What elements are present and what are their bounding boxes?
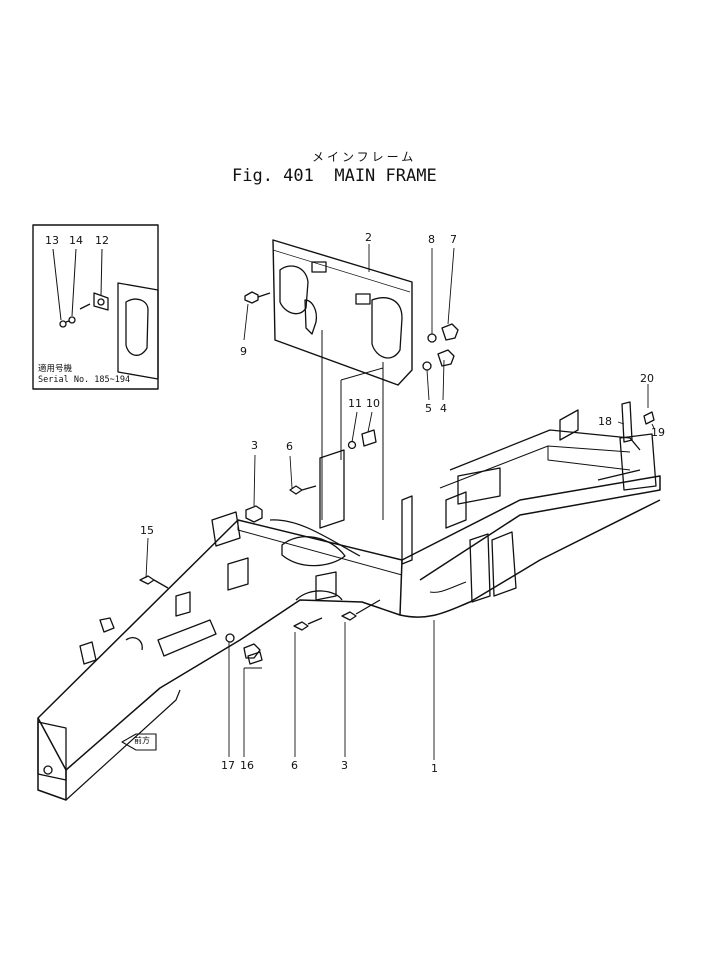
callout-8: 8 [428,233,435,246]
callout-1: 1 [431,762,438,775]
callout-2: 2 [365,231,372,244]
callout-17: 17 [221,759,235,772]
figure-title: Fig. 401 MAIN FRAME [232,166,437,186]
callout-18: 18 [598,415,612,428]
callout-3-upper: 3 [251,439,258,452]
callout-4: 4 [440,402,447,415]
callout-7: 7 [450,233,457,246]
callout-19: 19 [651,426,665,439]
callout-11: 11 [348,397,362,410]
inset-callout-13: 13 [45,234,59,247]
callout-6-upper: 6 [286,440,293,453]
inset-callout-14: 14 [69,234,83,247]
callout-15: 15 [140,524,154,537]
callout-20: 20 [640,372,654,385]
title-japanese: メインフレーム [312,150,417,164]
callout-9: 9 [240,345,247,358]
direction-tag: 前方 [134,736,150,745]
callout-6-lower: 6 [291,759,298,772]
callout-16: 16 [240,759,254,772]
rear-plate [272,239,413,386]
inset-serial-label: Serial No. 185~194 [38,375,131,385]
callout-5: 5 [425,402,432,415]
inset-detail-box [32,224,159,390]
callout-3-lower: 3 [341,759,348,772]
inset-applicability-label: 適用号機 [38,364,73,374]
callout-10: 10 [366,397,380,410]
inset-callout-12: 12 [95,234,109,247]
